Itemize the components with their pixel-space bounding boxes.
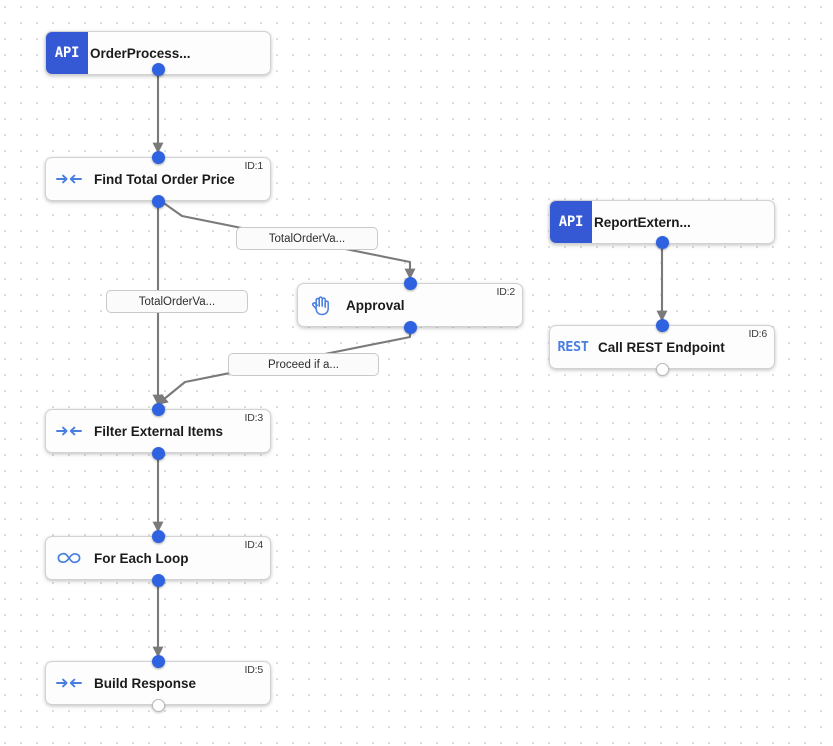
infinity-icon [46, 537, 92, 579]
node-id-tag: ID:3 [244, 412, 264, 424]
node-title: Approval [346, 297, 405, 313]
port-call-rest-out[interactable] [656, 363, 669, 376]
node-title: Call REST Endpoint [598, 339, 725, 355]
node-id-tag: ID:2 [496, 286, 516, 298]
node-title: Build Response [94, 675, 197, 691]
node-id-tag: ID:6 [748, 328, 768, 340]
rest-label-icon: REST [557, 339, 589, 355]
node-build-response[interactable]: Build Response ID:5 [45, 661, 271, 705]
node-approval[interactable]: Approval ID:2 [297, 283, 523, 327]
port-report-external-out[interactable] [656, 236, 669, 249]
port-call-rest-in[interactable] [656, 319, 669, 332]
node-title: Find Total Order Price [94, 171, 235, 187]
node-id-tag: ID:4 [244, 539, 264, 551]
port-approval-out[interactable] [404, 321, 417, 334]
port-filter-in[interactable] [152, 403, 165, 416]
port-find-total-in[interactable] [152, 151, 165, 164]
node-title: Filter External Items [94, 423, 224, 439]
edge-label-total-order-value-top[interactable]: TotalOrderVa... [236, 227, 378, 250]
api-badge-icon: API [550, 201, 592, 243]
port-foreach-in[interactable] [152, 530, 165, 543]
node-order-process[interactable]: API OrderProcess... [45, 31, 271, 75]
port-filter-out[interactable] [152, 447, 165, 460]
port-foreach-out[interactable] [152, 574, 165, 587]
merge-arrows-icon [46, 410, 92, 452]
port-approval-in[interactable] [404, 277, 417, 290]
node-id-tag: ID:5 [244, 664, 264, 676]
hand-icon [298, 284, 344, 326]
edge-label-total-order-value-left[interactable]: TotalOrderVa... [106, 290, 248, 313]
node-id-tag: ID:1 [244, 160, 264, 172]
port-build-response-in[interactable] [152, 655, 165, 668]
port-find-total-out[interactable] [152, 195, 165, 208]
port-build-response-out[interactable] [152, 699, 165, 712]
node-for-each-loop[interactable]: For Each Loop ID:4 [45, 536, 271, 580]
merge-arrows-icon [46, 662, 92, 704]
node-title: OrderProcess... [90, 45, 191, 61]
api-badge-icon: API [46, 32, 88, 74]
edge-label-proceed-if[interactable]: Proceed if a... [228, 353, 379, 376]
node-title: For Each Loop [94, 550, 189, 566]
merge-arrows-icon [46, 158, 92, 200]
node-title: ReportExtern... [594, 214, 691, 230]
port-order-process-out[interactable] [152, 63, 165, 76]
